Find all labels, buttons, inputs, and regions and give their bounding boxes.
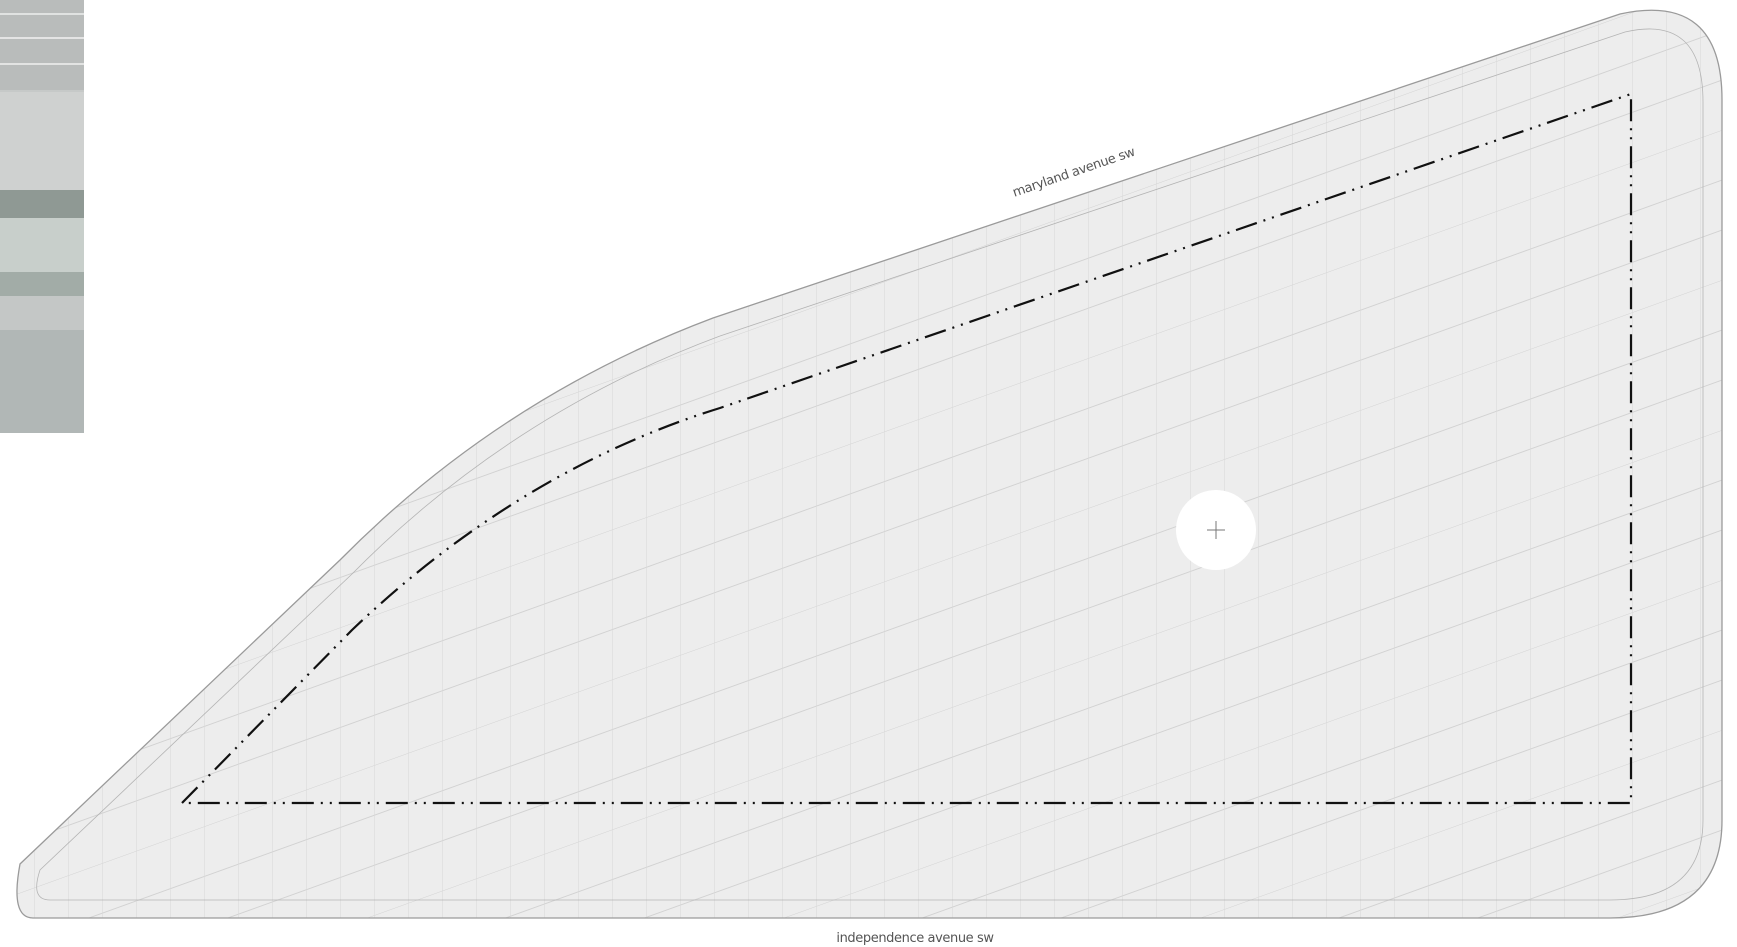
center-marker: [1176, 490, 1256, 570]
curb-outline: [16, 9, 1723, 919]
street-label-independence-avenue: independence avenue sw: [836, 931, 994, 946]
boundary-line: [179, 92, 1633, 805]
site-photo: [0, 0, 84, 433]
